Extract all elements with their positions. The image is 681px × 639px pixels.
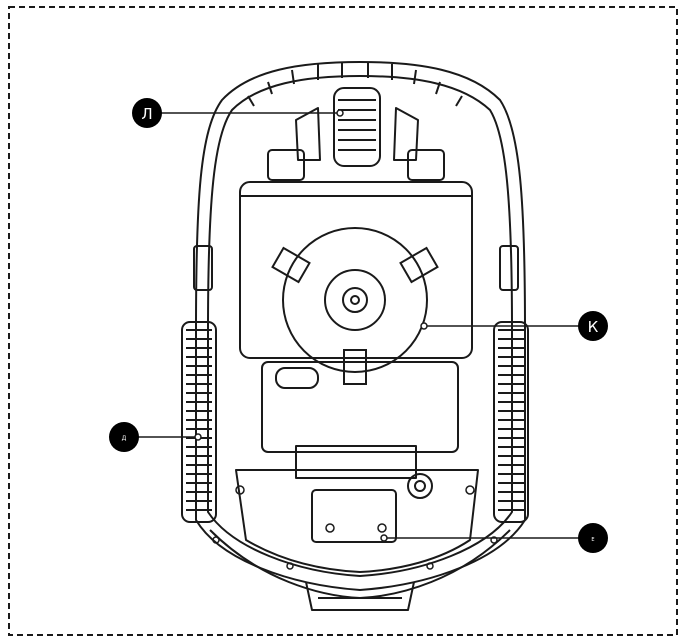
callout-D-label: Д: [122, 435, 127, 442]
callout-K: К: [578, 311, 608, 341]
callout-L: Л: [132, 98, 162, 128]
rear-plate: [261, 361, 459, 453]
rear-housing: [235, 469, 479, 573]
blade-hub-inner: [342, 287, 368, 313]
front-pad-left: [267, 149, 305, 181]
blade-left: [271, 246, 311, 284]
rear-knob: [407, 473, 433, 499]
left-drive-wheel: [181, 321, 217, 523]
rear-slot: [295, 445, 417, 479]
right-drive-wheel: [493, 321, 529, 523]
rear-knob-center: [414, 480, 426, 492]
blade-disc-group: [271, 227, 439, 385]
blade-right: [399, 246, 439, 284]
bumper-ticks: [247, 62, 463, 107]
leader-lines: [136, 109, 590, 542]
callout-L-label: Л: [141, 105, 152, 123]
dashed-frame: [8, 6, 678, 636]
inner-shell: [207, 75, 513, 577]
blade-hub: [324, 269, 386, 331]
screws: [212, 485, 498, 570]
front-pad-right: [407, 149, 445, 181]
front-wheel: [333, 87, 381, 167]
wheel-bracket-right: [393, 107, 419, 161]
front-wheel-tread: [338, 99, 376, 151]
blade-hub-center: [350, 295, 360, 305]
callout-K-label: К: [588, 318, 599, 336]
left-wheel-tread: [186, 329, 212, 511]
right-wheel-tread: [498, 329, 524, 511]
wheel-bracket-left: [295, 107, 321, 161]
callout-E: Е: [578, 523, 608, 553]
skirt-line: [209, 529, 511, 599]
side-tab-left: [193, 245, 213, 291]
callout-E-label: Е: [591, 537, 594, 543]
rear-handle: [305, 581, 415, 611]
mower-body: [181, 61, 529, 611]
blade-disc: [282, 227, 428, 373]
rear-latch: [311, 489, 397, 543]
blade-bottom: [343, 349, 367, 385]
side-tab-right: [499, 245, 519, 291]
callout-D: Д: [109, 422, 139, 452]
charge-port: [275, 367, 319, 389]
deck-plate: [239, 181, 473, 359]
